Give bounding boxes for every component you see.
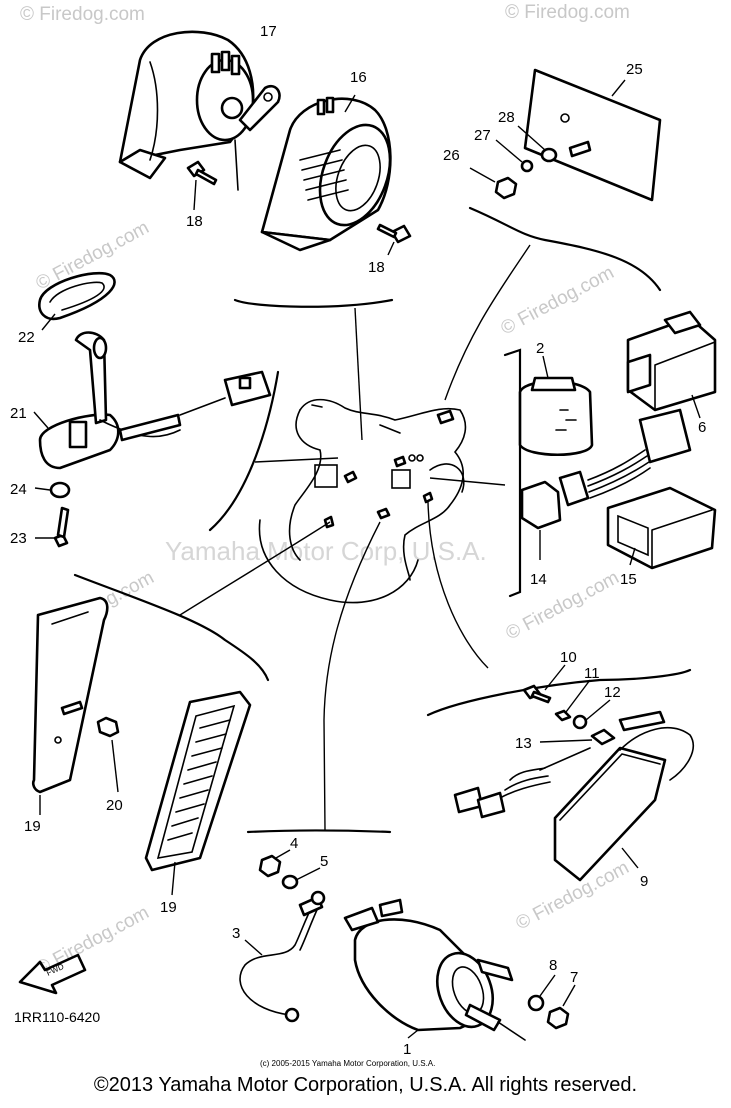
washer-12 (572, 699, 611, 730)
washer-11 (554, 679, 591, 722)
label-26: 26 (443, 147, 460, 164)
label-8: 8 (549, 957, 557, 974)
label-6: 6 (698, 419, 706, 436)
diagram-code: 1RR110-6420 (14, 1009, 100, 1025)
label-25: 25 (626, 61, 643, 78)
module-6 (626, 310, 717, 419)
label-21: 21 (10, 405, 27, 422)
nut-7 (546, 984, 576, 1030)
label-18: 18 (186, 213, 203, 230)
fuel-sender-21 (33, 331, 272, 470)
bracket-19 (31, 596, 109, 815)
nut-24 (34, 481, 71, 499)
reflector-plate-25 (523, 68, 662, 202)
label-5: 5 (320, 853, 328, 870)
watermark-firedog: © Firedog.com (20, 4, 145, 25)
washer-5 (281, 867, 321, 890)
watermark-firedog: © Firedog.com (497, 262, 617, 339)
copyright-footer: ©2013 Yamaha Motor Corporation, U.S.A. A… (93, 1074, 638, 1096)
label-20: 20 (106, 797, 123, 814)
label-23: 23 (10, 530, 27, 547)
label-4: 4 (290, 835, 298, 852)
nut-4 (258, 849, 291, 878)
cable-3 (239, 890, 326, 1023)
label-9: 9 (640, 873, 648, 890)
small-copyright: (c) 2005-2015 Yamaha Motor Corporation, … (260, 1059, 435, 1068)
motorcycle-outline (258, 398, 467, 604)
bolt-10 (522, 664, 566, 704)
connector-15 (606, 486, 717, 570)
starter-relay-1 (343, 898, 526, 1041)
label-19: 19 (24, 818, 41, 835)
label-19: 19 (160, 899, 177, 916)
label-1: 1 (403, 1041, 411, 1058)
label-11: 11 (584, 665, 600, 682)
part-labels: 17 16 18 18 25 28 27 26 22 21 24 23 2 6 … (10, 23, 706, 1058)
label-17: 17 (260, 23, 277, 40)
nut-8 (527, 974, 556, 1012)
bolt-18-left (186, 160, 218, 211)
label-2: 2 (536, 340, 544, 357)
label-13: 13 (515, 735, 532, 752)
coupler-14 (520, 408, 692, 560)
label-15: 15 (620, 571, 637, 588)
label-27: 27 (474, 127, 491, 144)
label-7: 7 (570, 969, 578, 986)
label-12: 12 (604, 684, 621, 701)
label-24: 24 (10, 481, 27, 498)
horn-16 (260, 94, 392, 252)
label-10: 10 (560, 649, 577, 666)
label-18: 18 (368, 259, 385, 276)
clamp-13 (539, 728, 616, 746)
reflector-19 (144, 690, 252, 896)
label-16: 16 (350, 69, 367, 86)
relay-2 (518, 355, 594, 457)
hardware-26-28 (469, 125, 558, 200)
watermark-firedog: © Firedog.com (505, 2, 630, 23)
nut-20 (96, 716, 120, 793)
label-28: 28 (498, 109, 515, 126)
bolt-18-right (376, 223, 412, 256)
leader-lines (73, 206, 692, 834)
rectifier-9 (453, 710, 694, 882)
gasket-22 (38, 271, 116, 331)
label-14: 14 (530, 571, 547, 588)
watermark-yamaha: Yamaha Motor Corp, U.S.A. (165, 536, 487, 566)
screw-23 (35, 506, 70, 548)
label-22: 22 (18, 329, 35, 346)
label-3: 3 (232, 925, 240, 942)
horn-17 (118, 30, 281, 191)
